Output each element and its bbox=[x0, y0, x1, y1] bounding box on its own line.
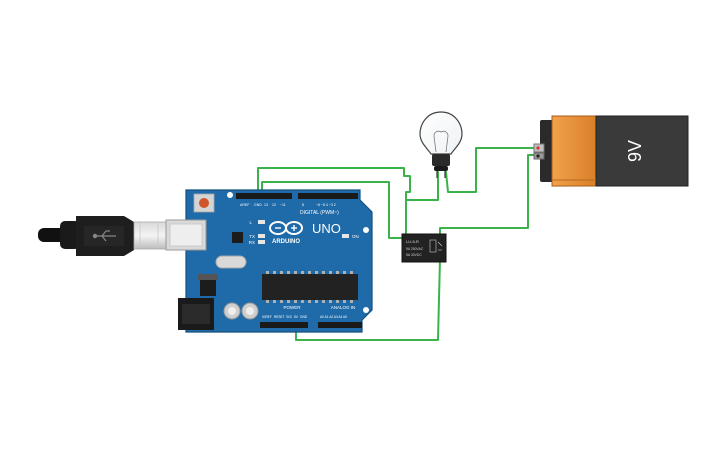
led-l-label: L bbox=[249, 220, 252, 225]
led-rx-label: RX bbox=[249, 240, 255, 245]
svg-text:3V3: 3V3 bbox=[286, 315, 292, 319]
led-on bbox=[342, 234, 349, 238]
voltage-regulator bbox=[200, 278, 216, 296]
on-label: ON bbox=[352, 234, 359, 239]
wire-relay-to-bulb[interactable] bbox=[405, 171, 439, 239]
relay-symbol-icon bbox=[429, 239, 443, 253]
relay-label-1: LU-5-R bbox=[406, 239, 419, 244]
usb-icon bbox=[92, 230, 116, 242]
onboard-leds bbox=[258, 220, 349, 244]
led-tx-label: TX bbox=[249, 234, 255, 239]
mount-hole bbox=[227, 192, 233, 198]
led-l bbox=[258, 220, 265, 224]
crystal-oscillator bbox=[215, 255, 247, 269]
power-pin-labels: IOREF RESET 3V3 5V GND A0 A1 A2 A3 A4 A5 bbox=[262, 315, 347, 319]
reset-button[interactable] bbox=[193, 193, 215, 213]
analog-header[interactable] bbox=[318, 322, 362, 328]
wire-bulb-to-battery[interactable] bbox=[445, 147, 545, 193]
svg-text:~11: ~11 bbox=[280, 203, 286, 207]
bulb-filament-icon bbox=[433, 130, 449, 153]
power-label: POWER bbox=[283, 305, 301, 310]
battery-9v[interactable]: 9V bbox=[533, 115, 689, 187]
svg-text:5V: 5V bbox=[294, 315, 299, 319]
mount-hole bbox=[363, 227, 369, 233]
svg-text:AREF: AREF bbox=[240, 203, 249, 207]
svg-text:8: 8 bbox=[302, 203, 304, 207]
svg-text:RESET: RESET bbox=[274, 315, 285, 319]
bulb-base bbox=[432, 154, 450, 166]
svg-text:GND: GND bbox=[254, 203, 262, 207]
digital-header[interactable] bbox=[236, 193, 358, 199]
arduino-logo-icon bbox=[269, 221, 303, 235]
relay-label-3: 5A 30VDC bbox=[406, 253, 422, 257]
wires bbox=[257, 147, 545, 341]
svg-text:13: 13 bbox=[264, 203, 268, 207]
svg-text:GND: GND bbox=[300, 315, 308, 319]
usb-chip bbox=[232, 232, 243, 243]
power-header[interactable] bbox=[260, 322, 308, 328]
relay-module[interactable]: LU-5-R 5A 250VAC 5A 30VDC bbox=[401, 233, 447, 263]
svg-text:A0 A1 A2 A3 A4 A5: A0 A1 A2 A3 A4 A5 bbox=[320, 315, 347, 319]
wire-relay-to-5v[interactable] bbox=[295, 257, 441, 341]
wire-gnd-to-bulb[interactable] bbox=[257, 167, 411, 261]
atmega-chip bbox=[262, 271, 358, 303]
wire-pin-to-relay[interactable] bbox=[261, 181, 403, 239]
light-bulb[interactable] bbox=[419, 111, 463, 178]
svg-text:IOREF: IOREF bbox=[262, 315, 272, 319]
led-rx bbox=[258, 240, 265, 244]
relay-label-2: 5A 250VAC bbox=[406, 247, 424, 251]
digital-label: DIGITAL (PWM~) bbox=[300, 210, 339, 216]
analog-label: ANALOG IN bbox=[331, 305, 356, 310]
brand-label: ARDUINO bbox=[272, 239, 300, 245]
led-tx bbox=[258, 234, 265, 238]
battery-label: 9V bbox=[625, 140, 645, 162]
model-label: UNO bbox=[312, 221, 341, 236]
wire-battery-to-relay[interactable] bbox=[439, 154, 545, 239]
arduino-uno-board[interactable]: L TX RX ON ARDUINO UNO AREF GND 13 12 ~1… bbox=[165, 189, 373, 333]
svg-text:12: 12 bbox=[272, 203, 276, 207]
usb-cable[interactable] bbox=[38, 216, 167, 256]
svg-text:~6 ~5 4 ~3 2: ~6 ~5 4 ~3 2 bbox=[316, 203, 336, 207]
digital-pin-labels: AREF GND 13 12 ~11 8 ~6 ~5 4 ~3 2 bbox=[240, 203, 336, 207]
capacitors bbox=[223, 302, 259, 320]
mount-hole bbox=[363, 307, 369, 313]
